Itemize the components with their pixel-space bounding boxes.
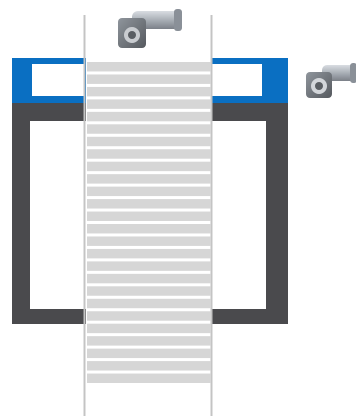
gearbox-shaft [128,31,136,39]
conveyor-slat [87,261,211,270]
conveyor-slat [87,236,211,245]
conveyor-slat [87,324,211,333]
conveyor-slat [87,199,211,208]
blue-frame-window-right [212,64,262,96]
conveyor-slat [87,299,211,308]
conveyor-belt [85,15,213,416]
conveyor-slat [87,224,211,233]
conveyor-slat [87,374,211,383]
conveyor-slat [87,187,211,196]
conveyor-slat [87,274,211,283]
conveyor-slat [87,361,211,370]
motor-end-cap [174,9,182,31]
conveyor-slat [87,349,211,358]
conveyor-slat [87,87,211,96]
gear-motor-icon [118,9,182,48]
conveyor-slat [87,149,211,158]
conveyor-slat [87,212,211,221]
motor-end-cap [350,63,356,83]
conveyor-slat [87,286,211,295]
conveyor-slat [87,137,211,146]
conveyor-slat [87,336,211,345]
gear-motor-icon [306,63,356,98]
conveyor-slat [87,174,211,183]
conveyor-slat [87,74,211,83]
conveyor-slat [87,249,211,258]
blue-frame-window-left [32,64,84,96]
conveyor-slat [87,62,211,71]
conveyor-slat [87,99,211,108]
conveyor-slat [87,112,211,121]
gearbox-shaft [315,82,323,90]
conveyor-slat [87,311,211,320]
conveyor-slat [87,162,211,171]
conveyor-slat [87,124,211,133]
